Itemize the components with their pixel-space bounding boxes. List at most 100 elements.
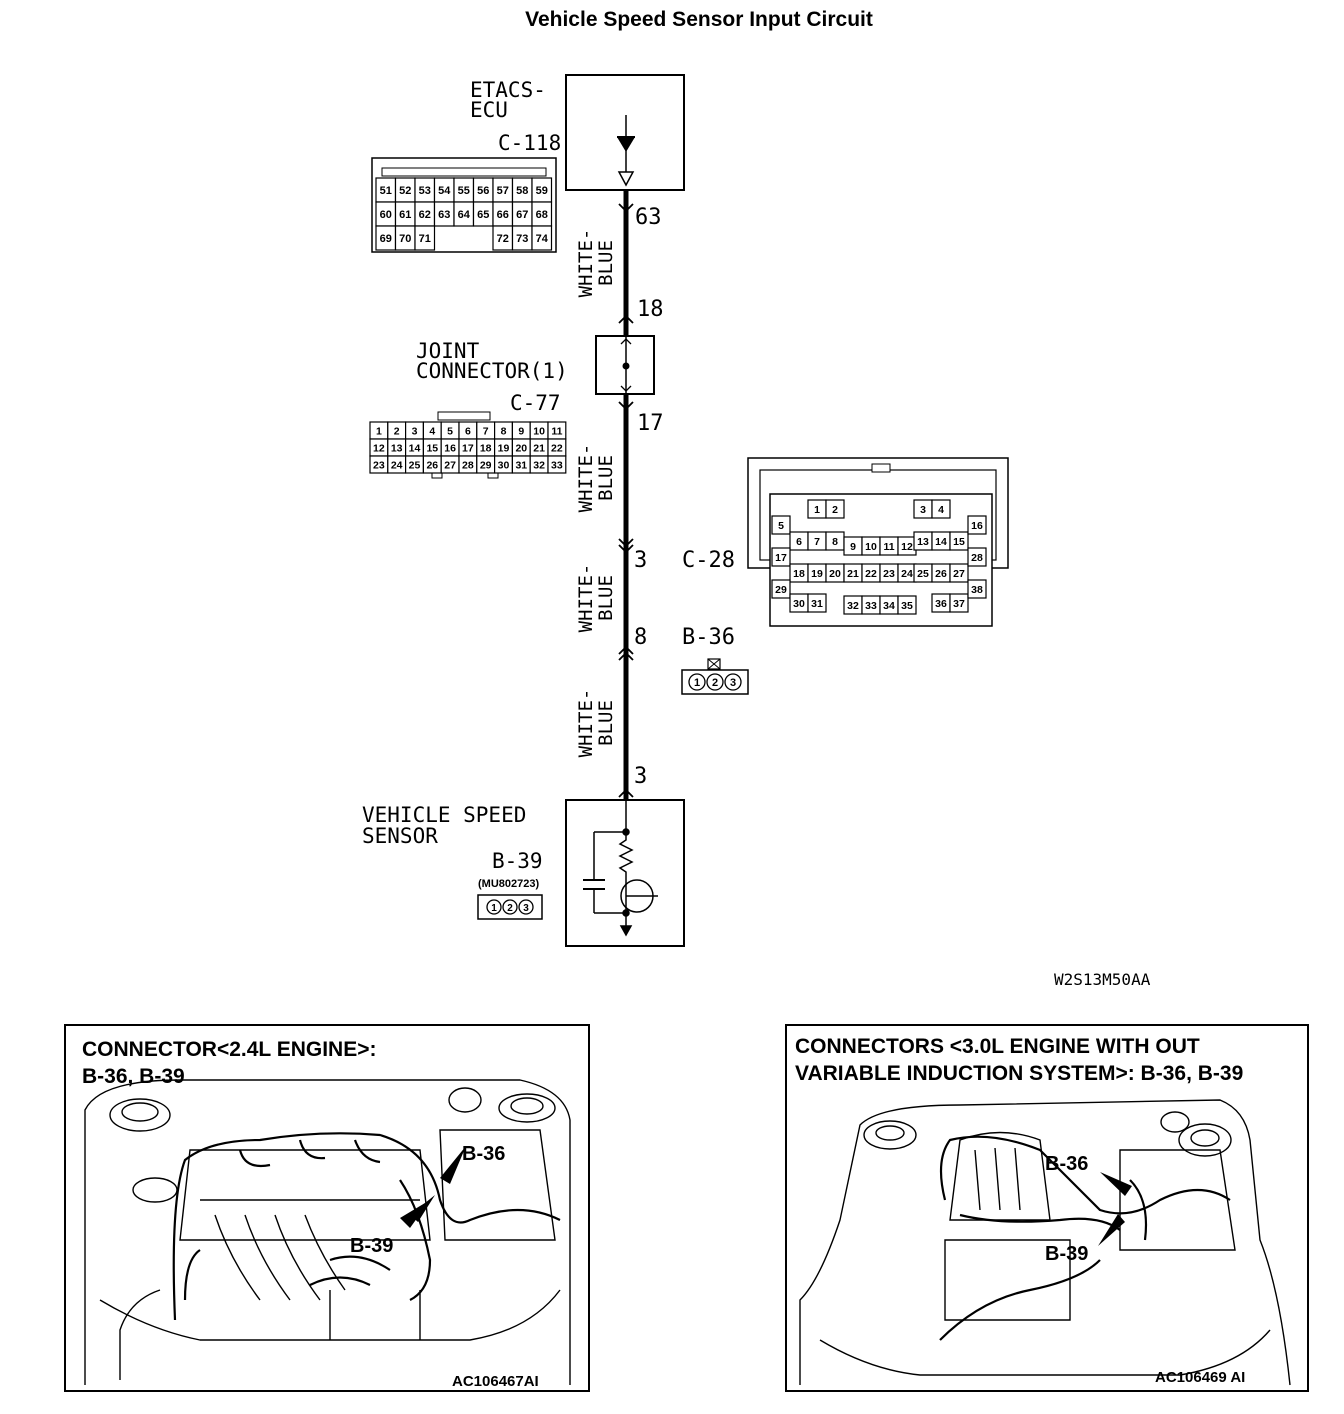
b36-pin-3: 3 — [730, 677, 736, 689]
wire-color-line1: WHITE- — [575, 444, 597, 513]
c77-pin-15: 15 — [426, 442, 438, 454]
c28-pin-36: 36 — [935, 598, 947, 610]
c77-pin-9: 9 — [518, 425, 524, 437]
c77-pin-23: 23 — [373, 459, 385, 471]
c28-pin-29: 29 — [775, 584, 787, 596]
c77-pin-8: 8 — [501, 425, 507, 437]
c28-pin-8: 8 — [832, 536, 838, 548]
c77-pin-29: 29 — [480, 459, 492, 471]
engine-bay-illustration-right — [799, 1099, 1291, 1386]
c28-pin-7: 7 — [814, 536, 820, 548]
c28-pin-18: 18 — [793, 568, 805, 580]
c28-pin-16: 16 — [971, 520, 983, 532]
c28-pin-10: 10 — [865, 541, 877, 553]
c118-pin-57: 57 — [497, 185, 509, 197]
panel-right-code: AC106469 AI — [1155, 1369, 1245, 1386]
c77-pin-6: 6 — [465, 425, 471, 437]
panel-3-0l: CONNECTORS <3.0L ENGINE WITH OUT VARIABL… — [785, 1024, 1309, 1392]
c77-pin-31: 31 — [515, 459, 527, 471]
b36-pin-1: 1 — [694, 677, 700, 689]
c77-pin-1: 1 — [376, 425, 382, 437]
c118-pin-53: 53 — [419, 185, 431, 197]
c77-pin-18: 18 — [480, 442, 492, 454]
callout-left-b36: B-36 — [462, 1143, 505, 1165]
harness-right — [939, 1135, 1231, 1341]
c77-pin-26: 26 — [426, 459, 438, 471]
c118-pin-73: 73 — [516, 233, 528, 245]
sensor-internal-circuit — [583, 800, 658, 937]
c28-pin-3: 3 — [920, 504, 926, 516]
c28-pin-4: 4 — [938, 504, 944, 516]
c77-pin-24: 24 — [391, 459, 403, 471]
c77-pin-17: 17 — [462, 442, 474, 454]
wire-color-line2: BLUE — [595, 455, 617, 501]
c118-pin-65: 65 — [477, 209, 489, 221]
sensor-connector-id: B-39 — [492, 849, 543, 873]
c77-pin-2: 2 — [394, 425, 400, 437]
c28-pin-35: 35 — [901, 600, 913, 612]
c77-pin-33: 33 — [551, 459, 563, 471]
c77-pin-32: 32 — [533, 459, 545, 471]
wire-color-line2: BLUE — [595, 575, 617, 621]
wire-color-label: WHITE-BLUE — [575, 229, 617, 298]
c28-pin-38: 38 — [971, 584, 983, 596]
callout-arrows-left — [400, 1146, 466, 1228]
c77-pin-3: 3 — [412, 425, 418, 437]
etacs-connector-id: C-118 — [498, 131, 561, 155]
b39-pin-3: 3 — [523, 903, 529, 914]
c28-pin-9: 9 — [850, 541, 856, 553]
joint-box — [595, 335, 655, 395]
c118-pin-74: 74 — [536, 233, 549, 245]
c118-pin-62: 62 — [419, 209, 431, 221]
c28-pin-1: 1 — [814, 504, 820, 516]
c77-pin-16: 16 — [444, 442, 456, 454]
c77-pin-20: 20 — [515, 442, 527, 454]
c118-pin-72: 72 — [497, 233, 509, 245]
wire-color-label: WHITE-BLUE — [575, 564, 617, 633]
pin-3-sensor: 3 — [634, 764, 647, 789]
c77-pin-5: 5 — [447, 425, 453, 437]
c28-pin-6: 6 — [796, 536, 802, 548]
c118-pin-60: 60 — [380, 209, 392, 221]
c28-pin-25: 25 — [917, 568, 929, 580]
c28-pin-28: 28 — [971, 552, 983, 564]
c28-pin-27: 27 — [953, 568, 965, 580]
pin-17: 17 — [637, 411, 664, 436]
c77-pin-4: 4 — [429, 425, 435, 437]
c28-pin-15: 15 — [953, 536, 965, 548]
c77-pin-21: 21 — [533, 442, 545, 454]
c118-pin-66: 66 — [497, 209, 509, 221]
pin-3-c28: 3 — [634, 548, 647, 573]
wire-color-line1: WHITE- — [575, 229, 597, 298]
wire-color-label: WHITE-BLUE — [575, 444, 617, 513]
c28-label: C-28 — [682, 548, 735, 573]
c77-pin-27: 27 — [444, 459, 456, 471]
c118-pin-61: 61 — [399, 209, 411, 221]
callout-right-b39: B-39 — [1045, 1243, 1088, 1265]
callout-right-b36: B-36 — [1045, 1153, 1088, 1175]
c118-pin-59: 59 — [536, 185, 548, 197]
c118-pin-70: 70 — [399, 233, 411, 245]
pin-63: 63 — [635, 205, 662, 230]
c28-pin-30: 30 — [793, 598, 805, 610]
panel-2-4l: CONNECTOR<2.4L ENGINE>: B-36, B-39 — [64, 1024, 590, 1392]
c118-pin-64: 64 — [458, 209, 471, 221]
diagram-title: Vehicle Speed Sensor Input Circuit — [525, 8, 873, 31]
c118-pin-52: 52 — [399, 185, 411, 197]
panel-right-title-1: CONNECTORS <3.0L ENGINE WITH OUT — [795, 1035, 1200, 1058]
c28-pin-20: 20 — [829, 568, 841, 580]
joint-connector-id: C-77 — [510, 391, 561, 415]
c28-pin-21: 21 — [847, 568, 859, 580]
etacs-name-line2: ECU — [470, 98, 508, 122]
c28-pin-31: 31 — [811, 598, 823, 610]
c118-pin-54: 54 — [438, 185, 451, 197]
